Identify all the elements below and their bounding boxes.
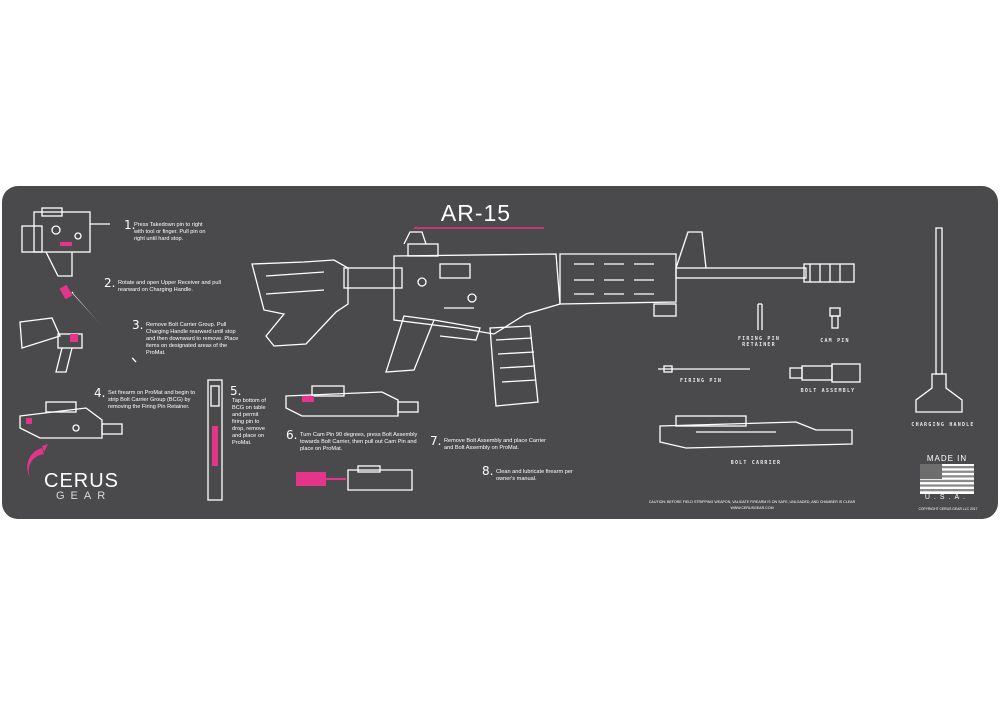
bolt-carrier-label: BOLT CARRIER: [730, 460, 782, 466]
bcg-illustration: [19, 401, 123, 439]
step-7-text: Remove Bolt Assembly and place Carrier a…: [444, 438, 546, 451]
step-6-number: 6.: [286, 428, 298, 442]
step-1-number: 1.: [124, 218, 136, 232]
charging-handle-label: CHARGING HANDLE: [911, 422, 975, 428]
firing-pin-illustration: [658, 365, 750, 373]
page-title: AR-15: [440, 200, 512, 226]
cam-pin-label: CAM PIN: [820, 338, 850, 344]
firing-pin-label: FIRING PIN: [679, 378, 723, 384]
made-in-badge-top: MADE IN: [926, 454, 968, 463]
step-8-text: Clean and lubricate firearm per owner's …: [496, 469, 573, 482]
step-3-text: Remove Bolt Carrier Group. Pull Charging…: [146, 322, 239, 356]
bolt-carrier-illustration: [659, 415, 853, 449]
opened-rifle-illustration: [19, 284, 137, 373]
cam-pin-illustration: [829, 307, 841, 329]
cerus-logo-icon: [27, 444, 48, 478]
step-2-number: 2.: [104, 276, 116, 290]
bolt-assembly-illustration: [789, 363, 861, 383]
bolt-assembly-label: BOLT ASSEMBLY: [800, 388, 856, 394]
rifle-illustration: [251, 231, 855, 407]
title-underline: [414, 227, 544, 229]
step-1-text: Press Takedown pin to right with tool or…: [134, 222, 206, 242]
brand-name: CERUS: [44, 470, 120, 492]
gun-mat: AR-15: [2, 186, 998, 519]
step-4-number: 4.: [94, 386, 106, 400]
usa-flag-icon: [920, 464, 974, 494]
cam-pin-turn-illustration: [285, 385, 419, 417]
charging-handle-illustration: [915, 227, 963, 413]
takedown-pin-illustration: [21, 207, 110, 277]
step-2-text: Rotate and open Upper Receiver and pull …: [118, 280, 221, 293]
brand-subname: GEAR: [56, 490, 112, 502]
step-5-number: 5.: [230, 384, 242, 398]
step-3-number: 3.: [132, 318, 144, 332]
step-7-number: 7.: [430, 434, 442, 448]
copyright-text: COPYRIGHT CERUS GEAR LLC 2017: [918, 507, 978, 511]
step-4-text: Set firearm on ProMat and begin to strip…: [108, 390, 196, 410]
website-text: WWW.CERUSGEAR.COM: [730, 506, 774, 510]
firing-pin-retainer-illustration: [757, 303, 763, 330]
firing-pin-retainer-label: FIRING PIN RETAINER: [737, 336, 781, 348]
made-in-badge-bottom: U.S.A.: [924, 494, 970, 501]
step-8-number: 8.: [482, 464, 494, 478]
bolt-removal-illustration: [296, 465, 413, 491]
caution-text: CAUTION: BEFORE FIELD STRIPPING WEAPON, …: [648, 500, 856, 504]
step-6-text: Turn Cam Pin 90 degrees, press Bolt Asse…: [300, 432, 418, 452]
step-5-text: Tap bottom of BCG on table and permit fi…: [232, 398, 266, 446]
vertical-bcg-illustration: [207, 379, 223, 501]
